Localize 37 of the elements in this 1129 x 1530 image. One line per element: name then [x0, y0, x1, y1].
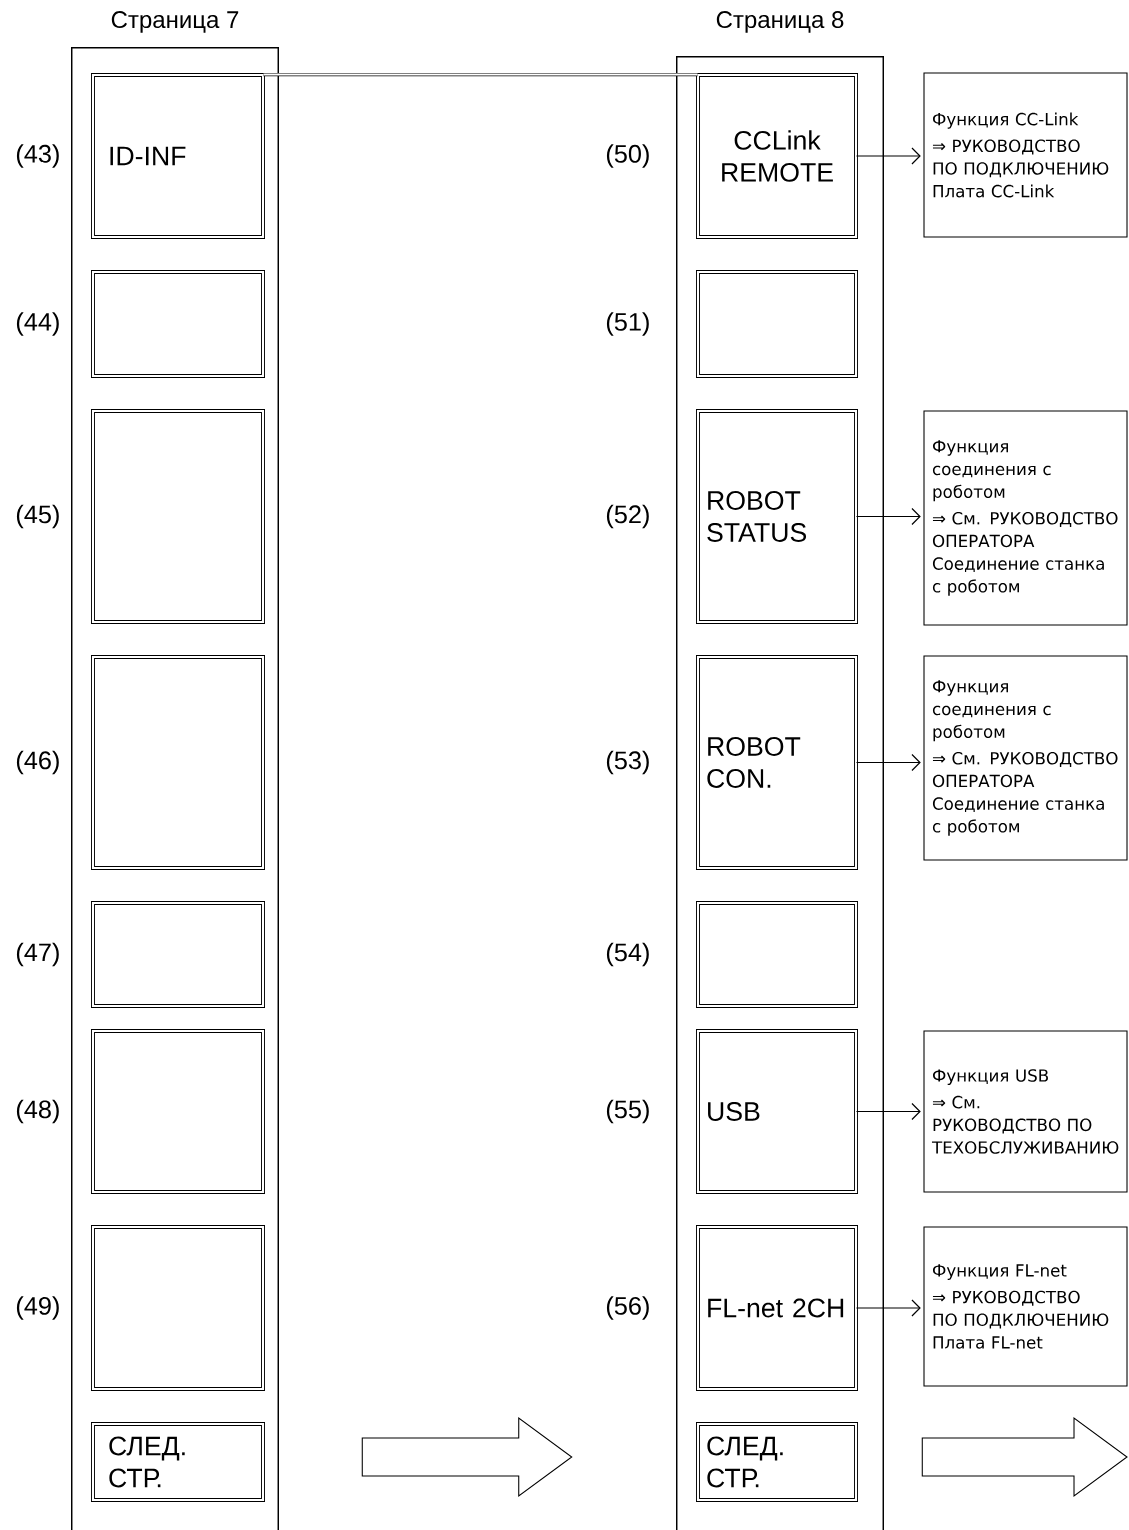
- softkey-button: СЛЕД. СТР.: [696, 1422, 858, 1502]
- note-box: Функция соединения с роботом ⇒ См. РУКОВОДСТВО ОПЕРАТОРА Соединение станка с роботом: [923, 655, 1128, 861]
- softkey-button: FL-net 2CH: [696, 1225, 858, 1391]
- softkey-button: СЛЕД. СТР.: [91, 1422, 265, 1502]
- item-number: (52): [606, 504, 649, 529]
- block-arrow: [921, 1416, 1128, 1498]
- arrow: [855, 147, 921, 165]
- item-number: (46): [16, 750, 59, 775]
- page-heading: Страница 8: [716, 11, 844, 33]
- note-box: Функция CC-Link ⇒ РУКОВОДСТВО ПО ПОДКЛЮЧЕНИЮ Плата CC-Link: [923, 72, 1128, 238]
- item-number: (50): [606, 144, 649, 168]
- item-number: (54): [606, 942, 649, 967]
- note-box: Функция FL-net ⇒ РУКОВОДСТВО ПО ПОДКЛЮЧЕНИЮ Плата FL-net: [923, 1226, 1128, 1387]
- softkey-button: CCLink REMOTE: [696, 73, 858, 239]
- item-number: (45): [16, 504, 59, 529]
- item-number: (56): [606, 1296, 649, 1320]
- item-number: (49): [16, 1296, 59, 1320]
- softkey-button: ROBOT CON.: [696, 655, 858, 870]
- softkey-button: USB: [696, 1029, 858, 1194]
- arrow: [855, 753, 921, 772]
- item-number: (53): [606, 750, 649, 775]
- arrow: [855, 1299, 921, 1317]
- item-number: (55): [606, 1099, 649, 1124]
- item-number: (47): [16, 942, 59, 967]
- block-arrow: [361, 1416, 573, 1498]
- page-heading: Страница 7: [111, 11, 239, 33]
- arrow: [855, 1102, 921, 1121]
- connector-line: [263, 72, 698, 77]
- note-box: Функция соединения с роботом ⇒ См. РУКОВОДСТВО ОПЕРАТОРА Соединение станка с роботом: [923, 410, 1128, 626]
- item-number: (43): [16, 144, 59, 168]
- item-number: (48): [16, 1099, 59, 1124]
- item-number: (44): [16, 312, 59, 336]
- note-box: Функция USB ⇒ См. РУКОВОДСТВО ПО ТЕХОБСЛУЖИВАНИЮ: [923, 1030, 1128, 1193]
- softkey-button: ROBOT STATUS: [696, 409, 858, 624]
- item-number: (51): [606, 312, 649, 336]
- softkey-button: ID-INF: [91, 73, 265, 239]
- arrow: [855, 507, 921, 526]
